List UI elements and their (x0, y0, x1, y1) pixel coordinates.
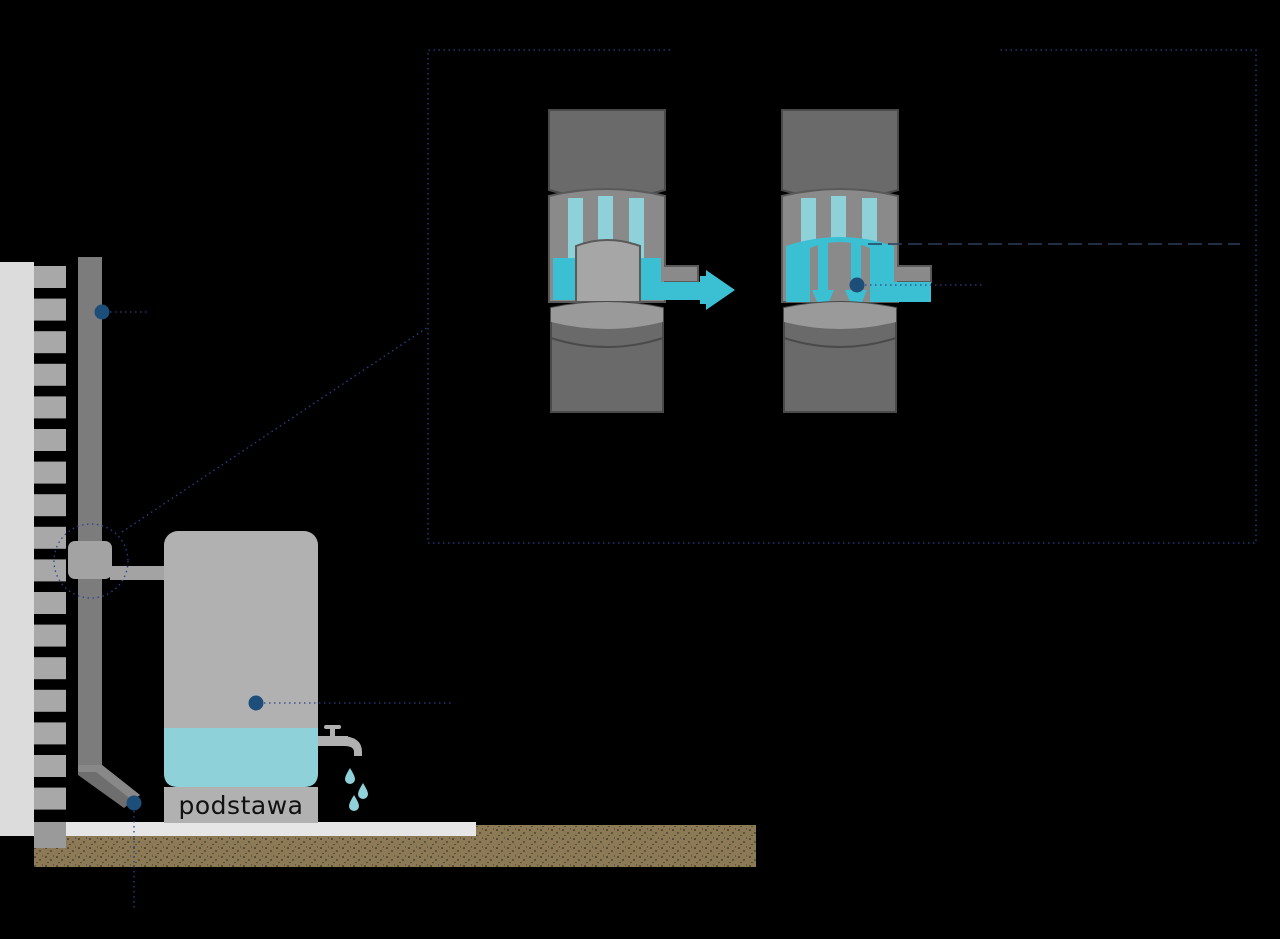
wall-brick (34, 461, 66, 484)
wall-brick (34, 722, 66, 745)
base-label: podstawa (178, 790, 304, 820)
tank-marker (248, 695, 452, 711)
ground (34, 822, 756, 867)
wall-brick (34, 331, 66, 354)
outlet-marker (126, 795, 142, 910)
water-tank (164, 531, 318, 787)
wall-brick (34, 298, 66, 321)
downpipe-marker (94, 304, 148, 320)
rain-collector (68, 541, 166, 580)
wall-brick (34, 526, 66, 549)
zoom-circle (53, 523, 129, 599)
tank-base (164, 787, 318, 823)
wall-bricks (34, 266, 66, 810)
wall-brick (34, 592, 66, 614)
building-wall (0, 262, 66, 836)
collector-detail-full (781, 109, 932, 413)
wall-brick (34, 787, 66, 810)
wall-brick (34, 755, 66, 777)
collector-detail-filling (548, 109, 735, 413)
wall-brick (34, 396, 66, 419)
downpipe (78, 257, 140, 808)
wall-brick (34, 689, 66, 712)
zoom-connector-line (121, 326, 429, 533)
wall-brick (34, 559, 66, 582)
wall-brick (34, 494, 66, 517)
wall-brick (34, 624, 66, 647)
wall-brick (34, 657, 66, 680)
detail-marker (849, 277, 984, 293)
water-drop-icon (345, 768, 368, 811)
wall-brick (34, 266, 66, 288)
wall-brick (34, 363, 66, 386)
faucet-icon (318, 725, 362, 756)
wall-brick (34, 429, 66, 451)
